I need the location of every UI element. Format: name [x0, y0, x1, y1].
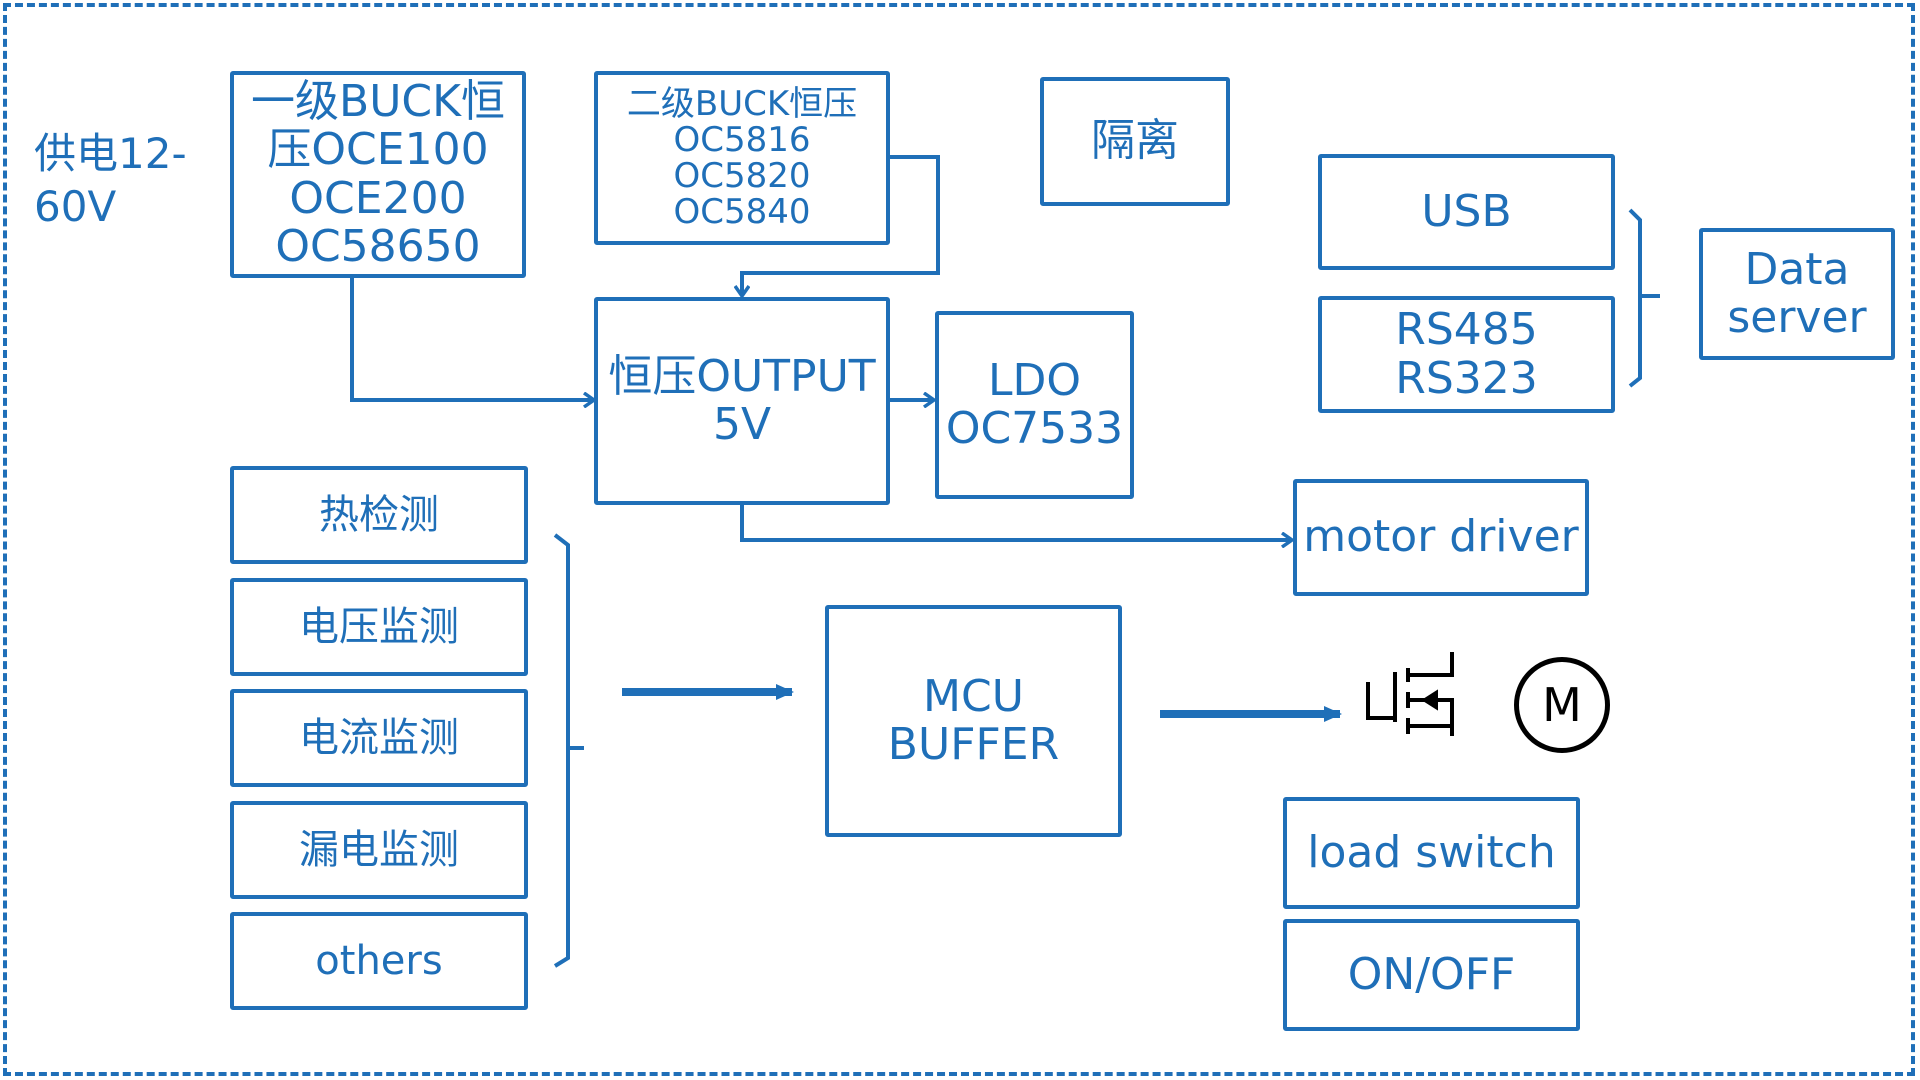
leakage-monitor-label: 漏电监测	[299, 827, 459, 873]
usb-label: USB	[1421, 185, 1512, 237]
diagram-frame	[3, 3, 1915, 1076]
load-switch-block: load switch	[1283, 797, 1580, 909]
buck2-label: 二级BUCK恒压 OC5816 OC5820 OC5840	[626, 83, 858, 233]
motor-driver-block: motor driver	[1293, 479, 1589, 596]
data-server-block: Data server	[1699, 228, 1895, 360]
output-label: 恒压OUTPUT 5V	[608, 350, 876, 450]
supply-voltage-label: 供电12- 60V	[34, 129, 187, 231]
buck2-block: 二级BUCK恒压 OC5816 OC5820 OC5840	[594, 71, 890, 245]
voltage-monitor-label: 电压监测	[299, 604, 459, 650]
rs-label: RS485 RS323	[1395, 304, 1538, 404]
output-block: 恒压OUTPUT 5V	[594, 297, 890, 505]
mosfet-icon	[1366, 652, 1454, 736]
heat-detect-block: 热检测	[230, 466, 528, 564]
buck1-block: 一级BUCK恒 压OCE100 OCE200 OC58650	[230, 71, 526, 278]
motor-driver-label: motor driver	[1303, 511, 1579, 563]
onoff-label: ON/OFF	[1347, 948, 1516, 1000]
rs-block: RS485 RS323	[1318, 296, 1615, 413]
output-to-motor-driver-line	[740, 505, 1292, 540]
heat-detect-label: 热检测	[319, 492, 439, 538]
ldo-block: LDO OC7533	[935, 311, 1134, 499]
usb-block: USB	[1318, 154, 1615, 270]
buck1-to-output-line	[350, 278, 594, 400]
data-server-label: Data server	[1727, 243, 1867, 343]
mcu-label: MCU BUFFER	[887, 670, 1060, 770]
load-switch-label: load switch	[1307, 826, 1556, 878]
motor-icon: M	[1514, 657, 1610, 753]
buck2-to-output-line	[742, 155, 940, 296]
onoff-block: ON/OFF	[1283, 919, 1580, 1031]
isolation-block: 隔离	[1040, 77, 1230, 206]
others-label: others	[315, 938, 443, 984]
comm-brace	[1628, 208, 1660, 388]
sensing-brace	[553, 533, 584, 968]
others-block: others	[230, 912, 528, 1010]
current-monitor-label: 电流监测	[299, 715, 459, 761]
ldo-label: LDO OC7533	[945, 354, 1124, 454]
buck1-label: 一级BUCK恒 压OCE100 OCE200 OC58650	[251, 75, 505, 272]
leakage-monitor-block: 漏电监测	[230, 801, 528, 899]
voltage-monitor-block: 电压监测	[230, 578, 528, 676]
mcu-block: MCU BUFFER	[825, 605, 1122, 837]
isolation-label: 隔离	[1091, 115, 1179, 167]
motor-symbol-label: M	[1542, 678, 1582, 732]
current-monitor-block: 电流监测	[230, 689, 528, 787]
